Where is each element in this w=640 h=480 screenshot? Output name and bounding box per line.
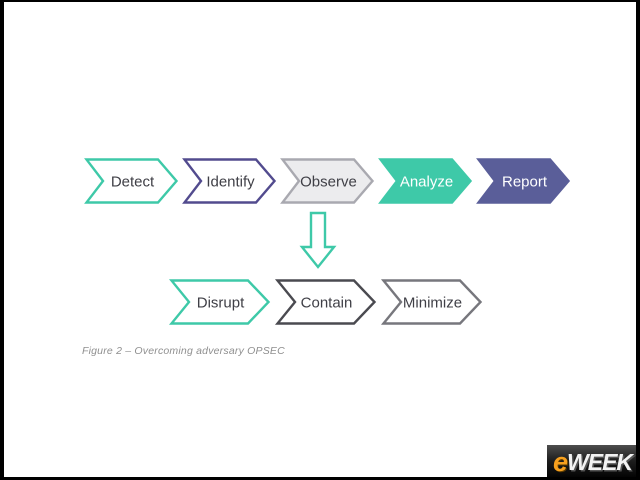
chevron-detect: Detect <box>84 158 179 204</box>
chevron-minimize: Minimize <box>380 279 483 325</box>
chevron-shape <box>378 158 473 204</box>
chevron-contain: Contain <box>274 279 377 325</box>
frame-right <box>636 0 640 480</box>
detection-flow-row: Detect Identify Observe Analyze Report <box>84 158 571 204</box>
chevron-label: Report <box>502 174 548 191</box>
chevron-label: Identify <box>206 174 255 191</box>
chevron-report: Report <box>476 158 571 204</box>
chevron-shape <box>168 279 271 325</box>
chevron-shape <box>476 158 571 204</box>
chevron-shape <box>274 279 377 325</box>
chevron-label: Disrupt <box>197 295 245 312</box>
chevron-identify: Identify <box>182 158 277 204</box>
response-flow-row: Disrupt Contain Minimize <box>168 279 483 325</box>
chevron-shape <box>182 158 277 204</box>
chevron-label: Observe <box>300 174 357 191</box>
chevron-analyze: Analyze <box>378 158 473 204</box>
chevron-observe: Observe <box>280 158 375 204</box>
frame-left <box>0 0 4 480</box>
chevron-label: Minimize <box>403 295 462 312</box>
chevron-label: Contain <box>301 295 353 312</box>
chevron-shape <box>380 279 483 325</box>
figure-caption: Figure 2 – Overcoming adversary OPSEC <box>82 345 285 357</box>
chevron-label: Detect <box>111 174 155 191</box>
down-arrow-icon <box>299 211 337 269</box>
eweek-logo-week: WEEK <box>567 449 633 475</box>
chevron-label: Analyze <box>400 174 453 191</box>
chevron-disrupt: Disrupt <box>168 279 271 325</box>
chevron-shape <box>280 158 375 204</box>
frame-top <box>0 0 640 2</box>
chevron-shape <box>84 158 179 204</box>
eweek-logo-e: e <box>552 447 569 477</box>
frame-bottom <box>0 477 640 480</box>
